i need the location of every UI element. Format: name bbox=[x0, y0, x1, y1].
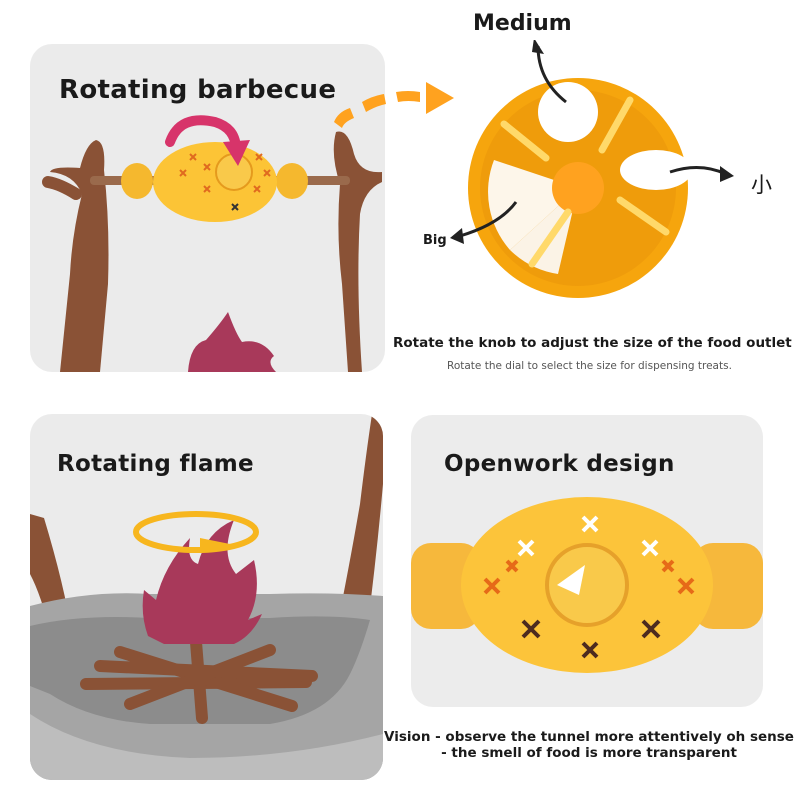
panel-title-rotating-flame: Rotating flame bbox=[57, 451, 254, 477]
panel-title-rotating-barbecue: Rotating barbecue bbox=[59, 75, 337, 105]
caption-vision-smell: Vision - observe the tunnel more attenti… bbox=[384, 729, 794, 761]
rotate-arrow bbox=[165, 115, 241, 153]
right-branch bbox=[333, 131, 382, 372]
dial-label-small: 小 bbox=[751, 173, 772, 197]
dial-spokes bbox=[500, 96, 670, 268]
flame-rotate-ring bbox=[133, 511, 259, 553]
small-pointer-head bbox=[720, 166, 734, 182]
dial-label-medium: Medium bbox=[473, 11, 572, 36]
tray-base bbox=[30, 714, 383, 780]
dial-small-hole bbox=[620, 150, 692, 190]
dial-hub bbox=[552, 162, 604, 214]
openwork-illustration bbox=[411, 497, 763, 673]
flame-illustration bbox=[30, 414, 383, 780]
openwork-right-arm bbox=[693, 543, 763, 629]
big-pointer-head bbox=[450, 228, 464, 244]
left-branch bbox=[50, 140, 109, 372]
rotating-flame-panel: Rotating flame bbox=[30, 414, 383, 780]
rotate-arrow-head bbox=[223, 140, 250, 166]
caption-rotate-dial: Rotate the dial to select the size for d… bbox=[447, 360, 732, 372]
dial-medium-hole bbox=[538, 82, 598, 142]
flame-shape bbox=[188, 312, 276, 372]
big-pointer-arrow bbox=[459, 201, 518, 238]
chicken-body bbox=[153, 142, 277, 222]
panel-title-openwork-design: Openwork design bbox=[444, 451, 675, 477]
medium-pointer-head bbox=[532, 40, 544, 54]
chicken-left-end bbox=[121, 163, 153, 199]
openwork-dial bbox=[545, 543, 629, 627]
dial-label-big: Big bbox=[423, 233, 447, 248]
rotating-barbecue-panel: Rotating barbecue bbox=[30, 44, 385, 372]
barbecue-illustration bbox=[42, 115, 382, 372]
campfire-logs bbox=[80, 636, 318, 724]
openwork-left-arm bbox=[411, 543, 481, 629]
openwork-dial-opening bbox=[557, 565, 585, 595]
openwork-design-panel: Openwork design bbox=[411, 415, 763, 707]
openwork-white-x bbox=[517, 515, 659, 557]
flame-rotate-ring-head bbox=[200, 538, 230, 552]
dial-big-opening-2 bbox=[510, 188, 578, 274]
flame-shape bbox=[142, 520, 262, 644]
chicken-right-end bbox=[276, 163, 308, 199]
openwork-dark-x bbox=[521, 619, 661, 659]
chicken-bottom-x bbox=[231, 203, 239, 211]
caption-rotate-knob: Rotate the knob to adjust the size of th… bbox=[393, 335, 792, 351]
dashed-arrow bbox=[334, 82, 454, 128]
chicken-x-marks bbox=[179, 153, 271, 193]
dial-illustration bbox=[334, 40, 734, 298]
openwork-orange-x bbox=[483, 559, 695, 595]
left-branch-twig bbox=[42, 176, 82, 200]
